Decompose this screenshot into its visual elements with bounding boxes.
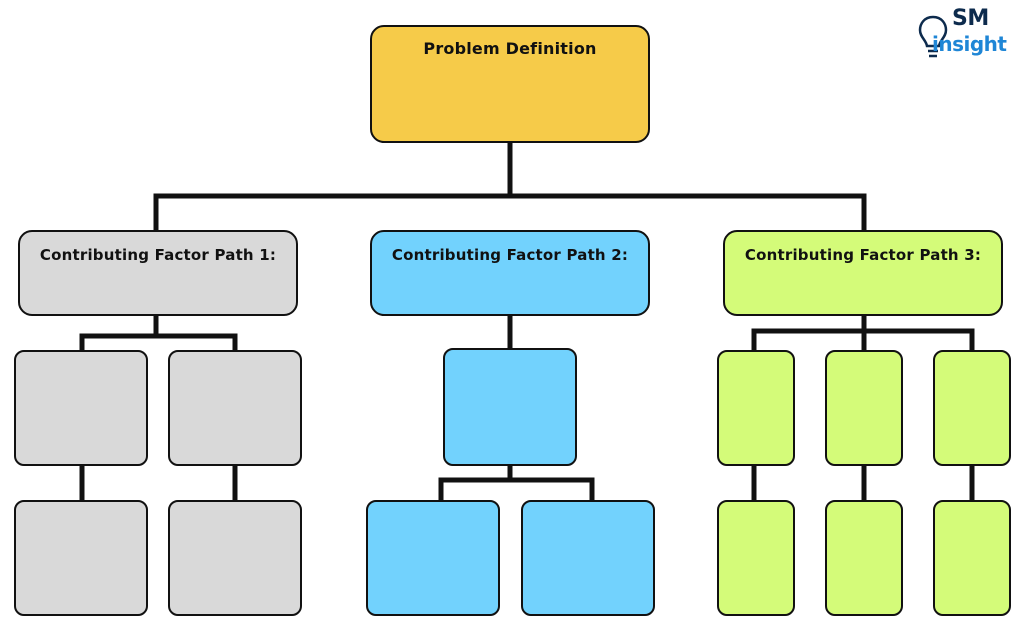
sm-insight-logo: SM insight bbox=[918, 6, 1018, 68]
path-2-subfactor-box bbox=[366, 500, 500, 616]
path-3-label: Contributing Factor Path 3: bbox=[744, 246, 982, 264]
path-3-subfactor-box bbox=[825, 500, 903, 616]
path-1-label: Contributing Factor Path 1: bbox=[39, 246, 277, 264]
path-3-factor-box bbox=[933, 350, 1011, 466]
path-3-factor-box bbox=[717, 350, 795, 466]
path-2-subfactor-box bbox=[521, 500, 655, 616]
path-3-subfactor-box bbox=[933, 500, 1011, 616]
logo-text-insight: insight bbox=[932, 32, 1007, 56]
path-1-factor-box bbox=[14, 350, 148, 466]
path-1-header: Contributing Factor Path 1: bbox=[18, 230, 298, 316]
path-3-factor-box bbox=[825, 350, 903, 466]
path-2-header: Contributing Factor Path 2: bbox=[370, 230, 650, 316]
problem-definition-box: Problem Definition bbox=[370, 25, 650, 143]
path-1-subfactor-box bbox=[14, 500, 148, 616]
path-3-header: Contributing Factor Path 3: bbox=[723, 230, 1003, 316]
path-2-label: Contributing Factor Path 2: bbox=[391, 246, 629, 264]
path-2-factor-box bbox=[443, 348, 577, 466]
path-1-subfactor-box bbox=[168, 500, 302, 616]
lightbulb-icon bbox=[918, 15, 948, 58]
logo-text-sm: SM bbox=[952, 6, 989, 31]
path-3-subfactor-box bbox=[717, 500, 795, 616]
problem-definition-label: Problem Definition bbox=[423, 39, 597, 58]
path-1-factor-box bbox=[168, 350, 302, 466]
